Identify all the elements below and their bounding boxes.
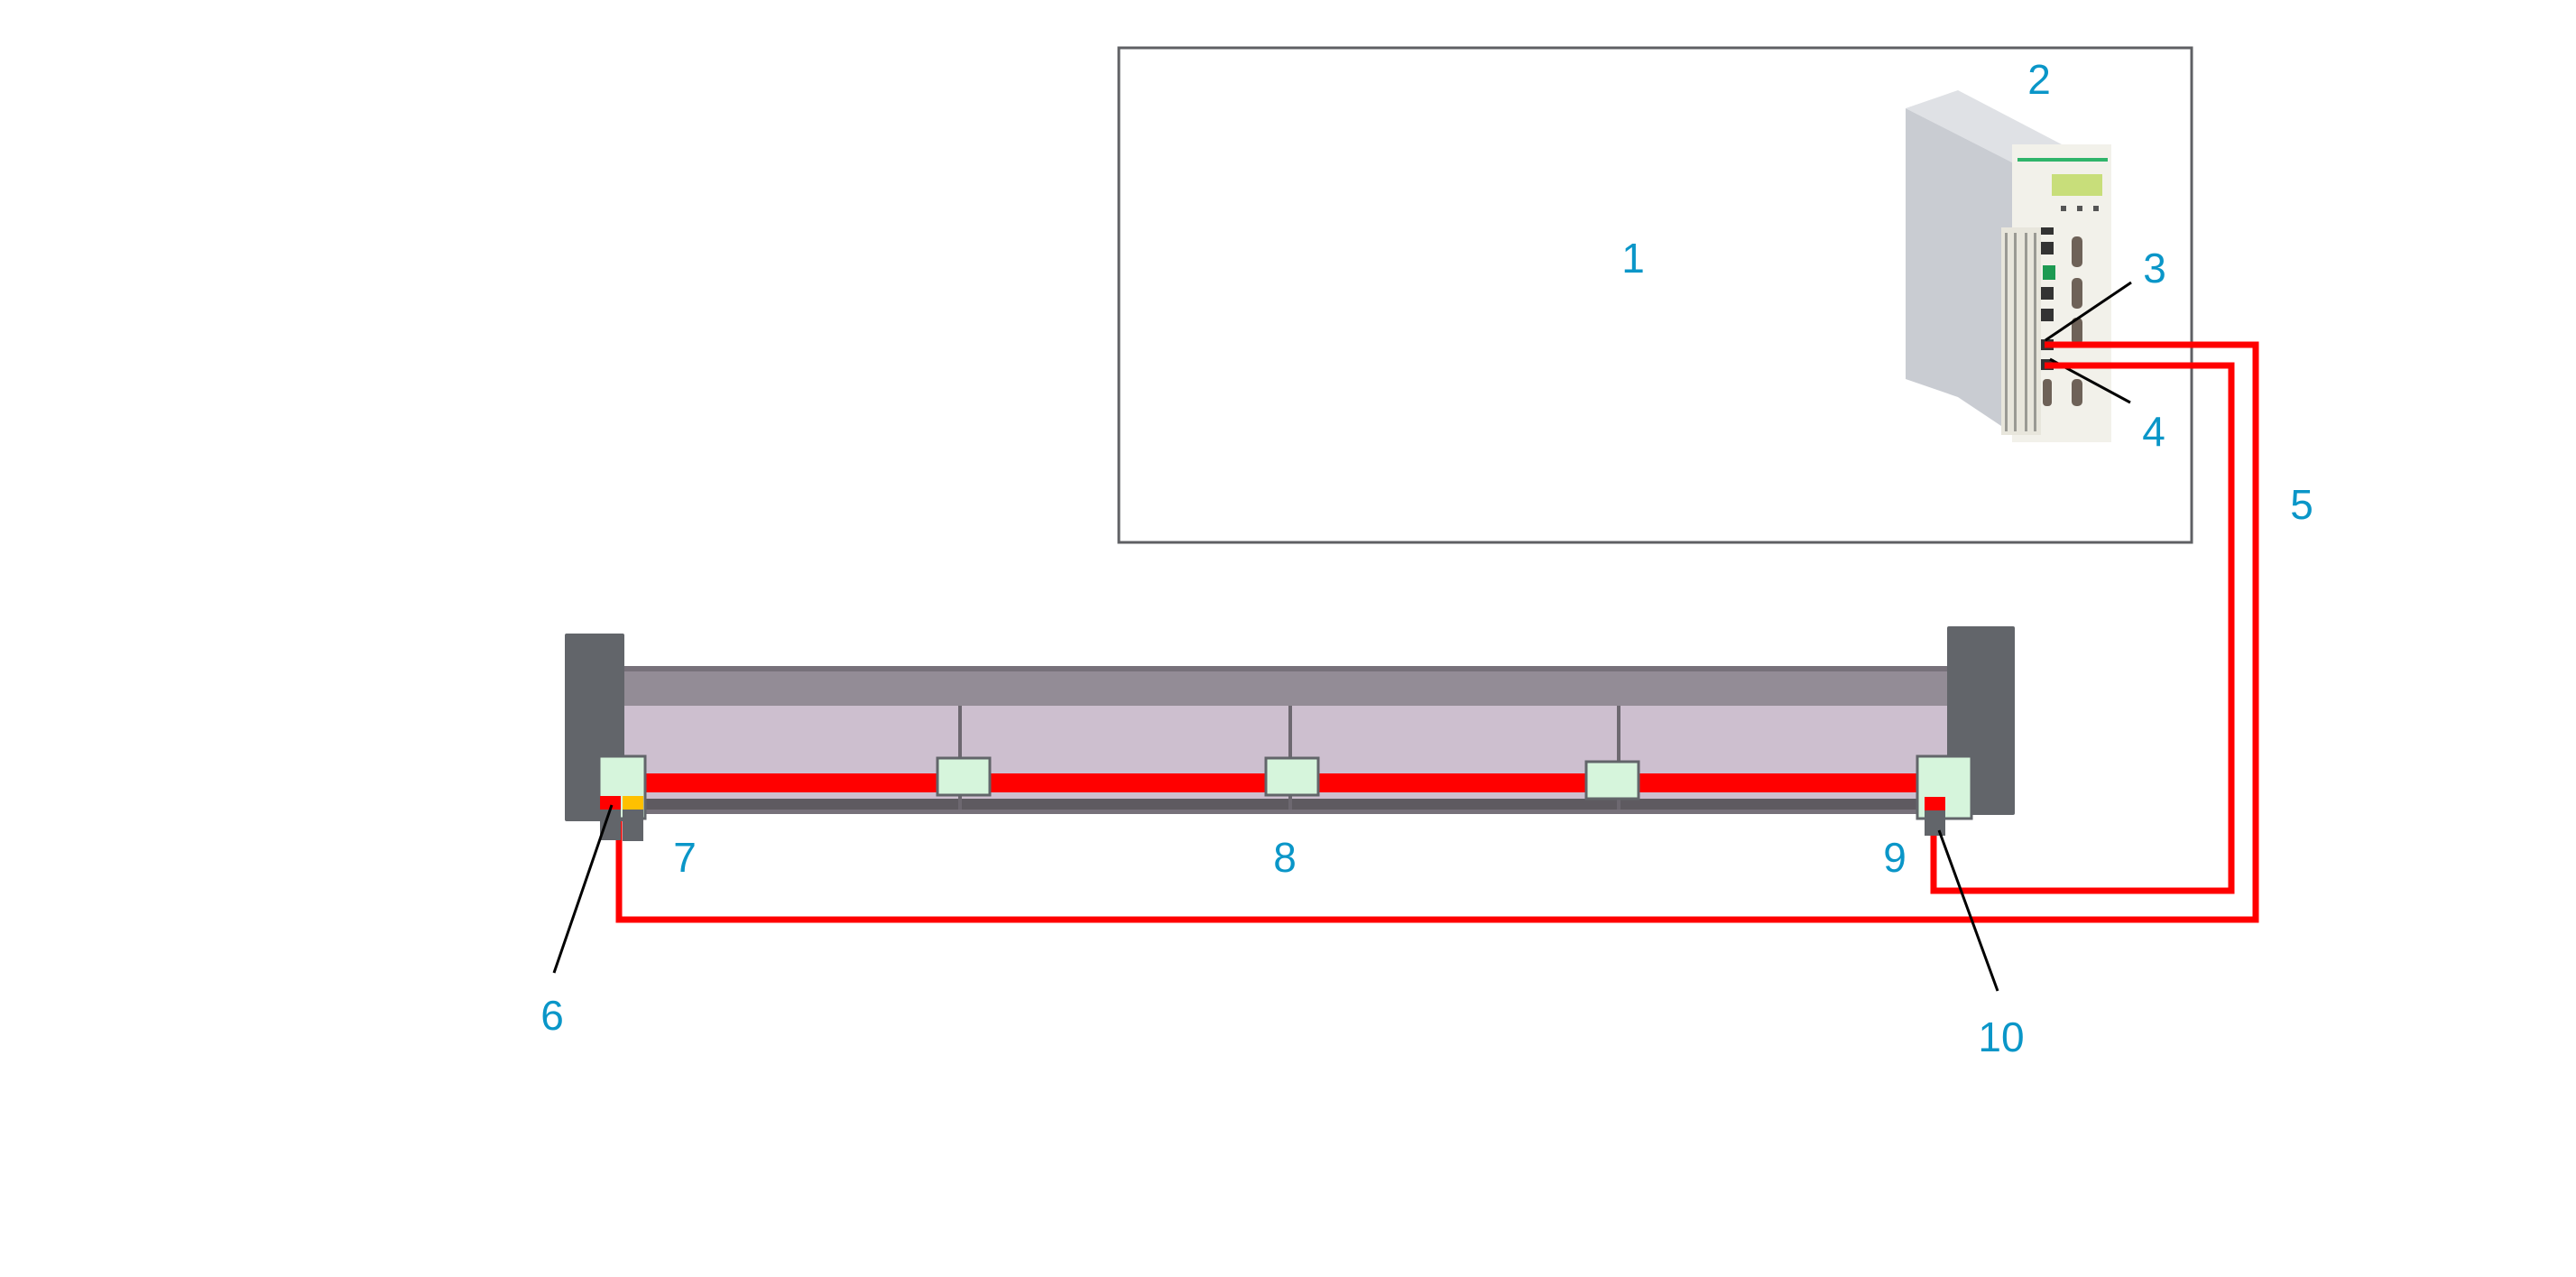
module-box — [1264, 756, 1320, 797]
label-3: 3 — [2143, 245, 2166, 291]
leader-line-6 — [552, 804, 614, 974]
label-2: 2 — [2027, 56, 2051, 103]
module-box — [1584, 760, 1640, 800]
module-box — [936, 756, 992, 797]
leader-line-3 — [2045, 281, 2132, 342]
label-1: 1 — [1621, 235, 1645, 282]
leader-line-10 — [1937, 829, 1999, 992]
plc-controller-icon — [1906, 90, 2111, 442]
cable-inner — [1930, 362, 2235, 894]
label-7: 7 — [673, 834, 697, 881]
controller-area-box — [1117, 46, 2193, 544]
label-6: 6 — [540, 992, 564, 1039]
cable-outer — [615, 341, 2259, 923]
left-terminal — [597, 754, 647, 841]
label-4: 4 — [2142, 408, 2165, 455]
right-terminal — [1916, 754, 1973, 836]
label-9: 9 — [1883, 834, 1907, 881]
label-10: 10 — [1978, 1013, 2024, 1060]
label-8: 8 — [1273, 834, 1297, 881]
label-5: 5 — [2290, 481, 2313, 528]
